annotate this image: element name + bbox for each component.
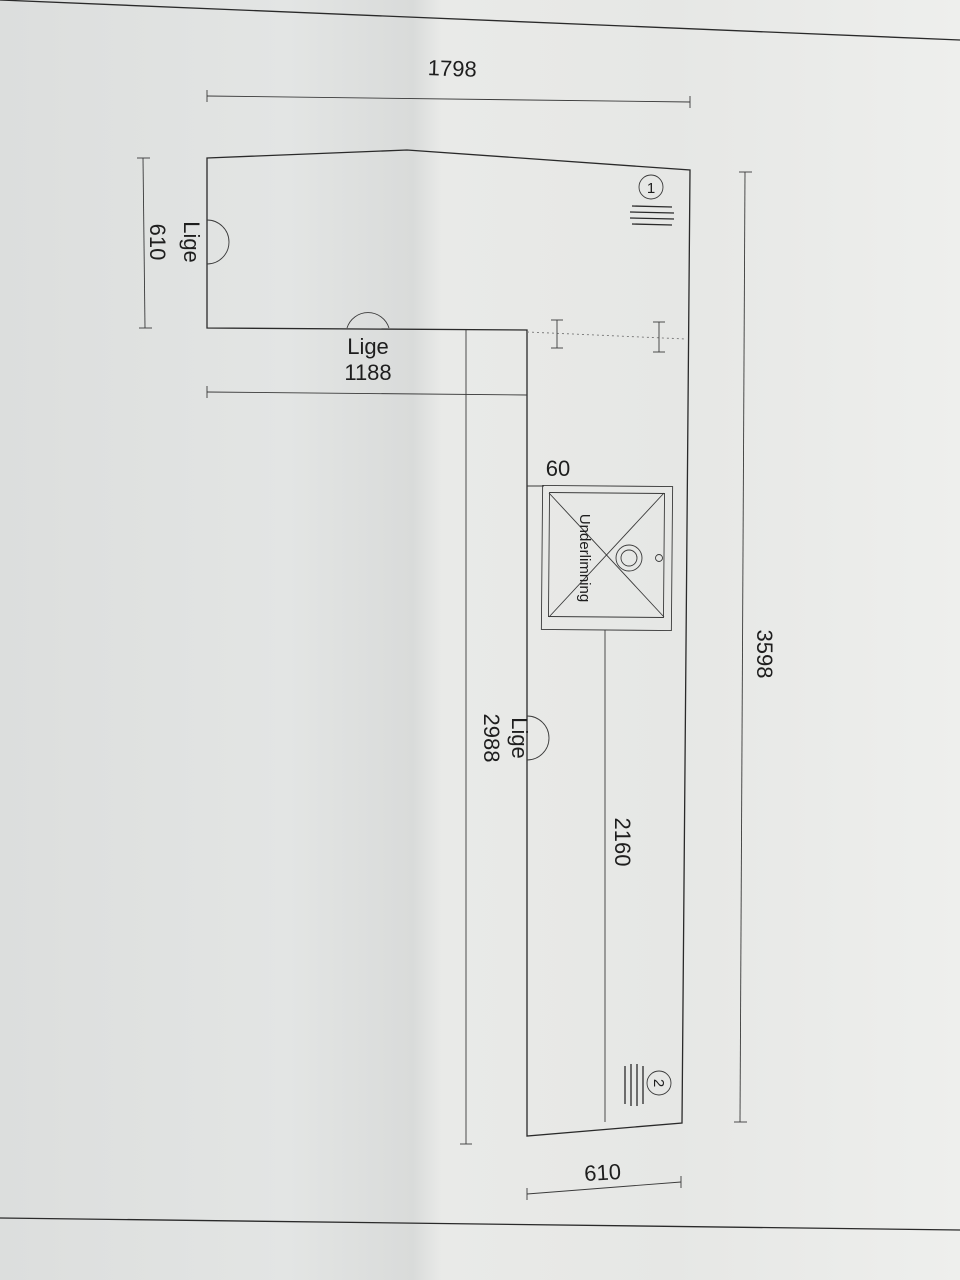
sheet-edge-top	[0, 0, 960, 41]
dim-label-top-width: 1798	[427, 55, 477, 82]
countertop-outline	[206, 149, 691, 1137]
wall-hatch-icon	[629, 205, 675, 226]
end-marker-1: 1	[629, 174, 675, 226]
dim-line-inner-width	[206, 391, 528, 396]
edge-type-label-left: Lige	[179, 221, 204, 263]
dim-line-top-width	[206, 95, 691, 103]
sink-diagonal	[548, 492, 665, 618]
edge-type-label-inner-long: Lige	[507, 717, 532, 759]
straight-edge-symbol	[526, 715, 550, 761]
sheet-edge-bottom	[0, 1217, 960, 1231]
dim-label-sink-to-end: 2160	[610, 818, 635, 867]
straight-edge-symbol	[206, 219, 230, 265]
dim-label-right-length: 3598	[752, 630, 777, 679]
straight-edge-symbol	[346, 312, 390, 329]
sink-mount-label: Underlimning	[576, 514, 593, 602]
dim-label-inner-width: 1188	[344, 360, 391, 385]
dim-label-sink-offset: 60	[546, 456, 570, 481]
dim-line-bottom-width	[526, 1181, 682, 1195]
end-marker-2-label: 2	[650, 1079, 667, 1087]
dim-label-inner-long: 2988	[479, 714, 504, 763]
dim-line-left-height	[142, 157, 146, 329]
joint-seam-line	[526, 331, 687, 340]
dim-line-right-length	[739, 171, 746, 1123]
joint-clamp-icon	[551, 319, 563, 349]
edge-type-label-inner: Lige	[347, 334, 389, 359]
sink-drain-icon	[615, 544, 643, 572]
sink-outer-outline	[540, 484, 674, 632]
dim-label-left-height: 610	[145, 224, 170, 261]
sink-drain-inner	[620, 549, 638, 567]
sink-bowl-outline	[548, 492, 665, 618]
dim-label-bottom-width: 610	[584, 1159, 622, 1186]
joint-clamp-icon	[653, 321, 665, 353]
end-marker-2: 2	[624, 1064, 672, 1106]
wall-hatch-icon	[624, 1064, 644, 1106]
end-marker-1-label: 1	[647, 180, 655, 197]
tap-hole-icon	[655, 554, 663, 562]
